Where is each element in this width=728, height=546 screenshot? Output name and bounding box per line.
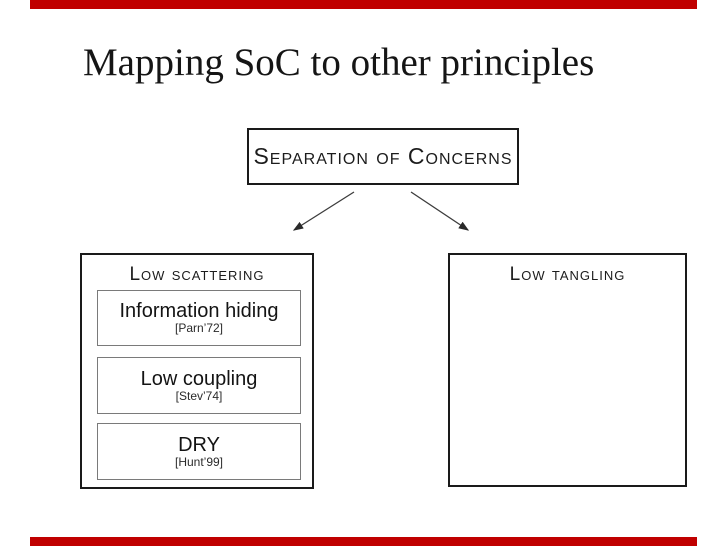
bottom-accent-bar [30,537,697,546]
slide-title: Mapping SoC to other principles [83,41,595,84]
item-label: DRY [178,433,220,456]
arrow-right-icon [410,191,470,231]
low-scattering-panel: Low scattering Information hiding [Parn’… [80,253,314,489]
item-label: Information hiding [119,300,279,322]
arrow-left-icon [292,191,355,231]
low-scattering-header: Low scattering [129,264,265,285]
low-tangling-header: Low tangling [509,264,626,285]
information-hiding-box: Information hiding [Parn’72] [97,290,301,346]
dry-box: DRY [Hunt’99] [97,423,301,480]
low-tangling-panel: Low tangling [448,253,687,487]
separation-of-concerns-box: Separation of Concerns [247,128,519,185]
separation-of-concerns-label: Separation of Concerns [253,143,513,169]
top-accent-bar [30,0,697,9]
low-coupling-box: Low coupling [Stev’74] [97,357,301,414]
item-citation: [Hunt’99] [174,454,224,469]
item-citation: [Parn’72] [174,321,224,335]
item-label: Low coupling [140,367,258,390]
item-citation: [Stev’74] [175,388,223,403]
branch-arrows [292,191,470,231]
